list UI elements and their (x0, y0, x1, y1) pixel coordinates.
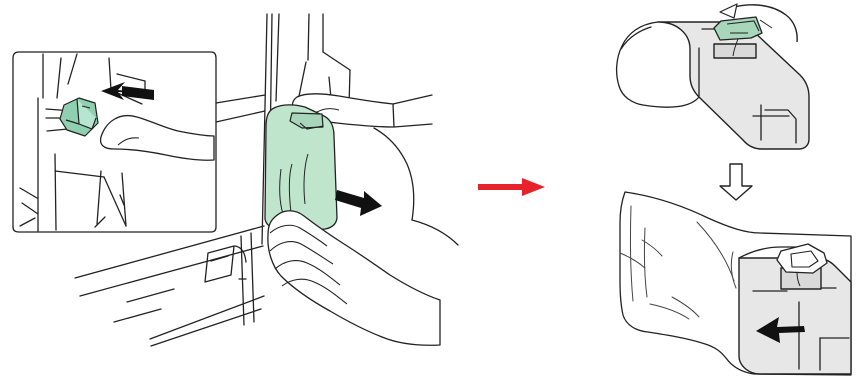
waste-toner-box-top (617, 17, 809, 149)
down-arrow-icon (720, 164, 752, 200)
waste-toner-box-removal (265, 94, 458, 345)
next-step-arrow-icon (478, 178, 545, 196)
pull-out-arrow-icon (335, 190, 382, 216)
waste-toner-box-bagged (620, 192, 851, 375)
inset-callout (13, 52, 265, 232)
